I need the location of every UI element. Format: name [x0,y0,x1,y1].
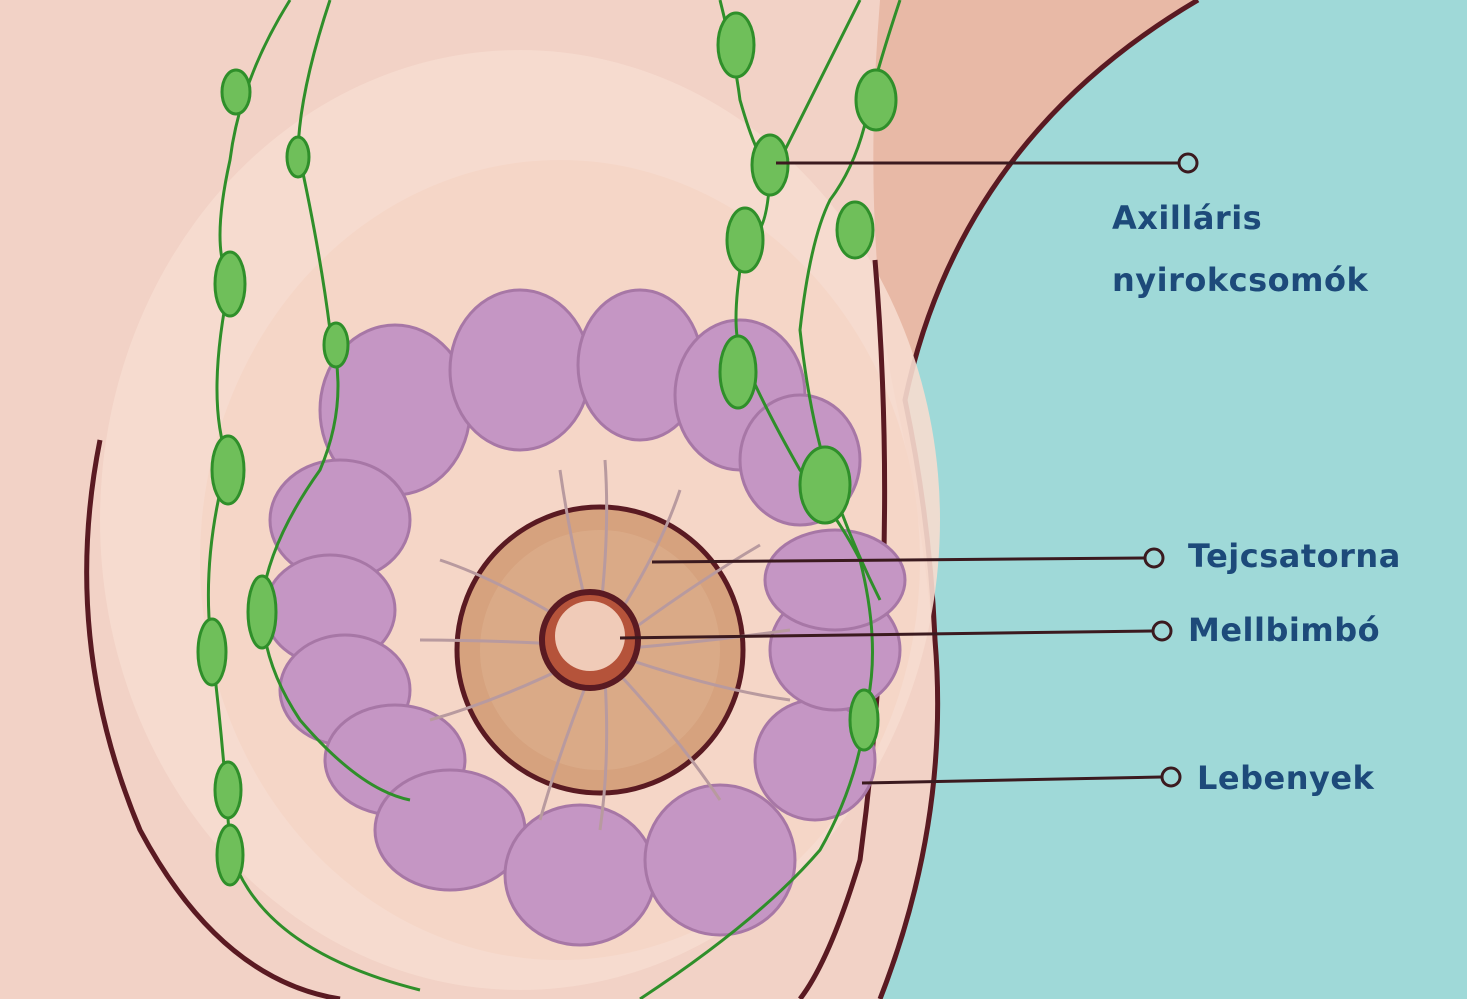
leader-dot-axillary [1177,152,1199,174]
breast-outline-left [84,439,341,999]
lymph-node [798,445,852,525]
lymph-node [220,68,252,116]
leader-dot-nipple [1151,620,1173,642]
side-panel [880,0,1467,999]
label-axillary-lymph-nodes: Axilláris nyirokcsomók [1112,187,1368,311]
leader-dot-duct [1143,547,1165,569]
label-nipple: Mellbimbó [1188,611,1381,649]
lymph-node [848,688,880,752]
lymph-node [210,434,246,506]
lymph-nodes [196,11,898,887]
lymph-node [196,617,228,687]
lymph-node [854,68,898,132]
lymph-node [835,200,875,260]
lymph-node [750,133,790,197]
leader-dot-lobes [1160,766,1182,788]
label-milk-duct: Tejcsatorna [1188,537,1401,575]
lymph-node [215,823,245,887]
lobe [763,528,907,632]
lymph-node [716,11,756,79]
lobe [373,768,527,892]
lymph-node [725,206,765,274]
label-axillary-line1: Axilláris [1112,199,1263,237]
lymph-node [718,334,758,410]
leader-line-nipple [619,629,1153,640]
leader-lines [619,152,1199,788]
lymph-node [322,321,350,369]
lymph-node [246,574,278,650]
label-lobes: Lebenyek [1197,759,1375,797]
leader-line-duct [651,556,1145,564]
lobe [643,783,797,937]
label-axillary-line2: nyirokcsomók [1112,261,1369,299]
lymph-node [213,250,247,318]
lymph-node [285,135,311,179]
lobe [448,288,592,452]
lymph-node [213,760,243,820]
lobe [503,803,657,947]
milk-ducts [419,459,791,831]
nipple [555,601,625,671]
leader-line-lobes [861,775,1162,785]
